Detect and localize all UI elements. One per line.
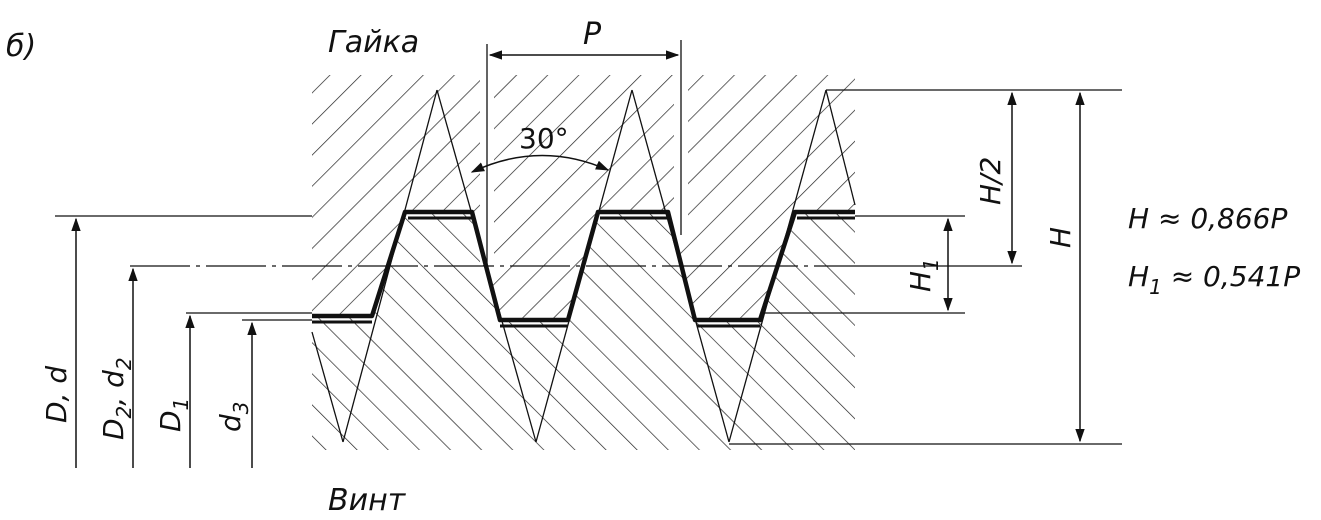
dim-h1-label: H1: [904, 258, 943, 292]
figure-label: б): [6, 29, 36, 64]
nut-section: [312, 75, 855, 320]
bolt-label: Винт: [328, 483, 407, 518]
formula-h: H ≈ 0,866P: [1128, 202, 1287, 235]
diameter-pitch-label: D2, d2: [97, 357, 136, 440]
thread-profile: [312, 209, 855, 328]
diameter-minor-nut-label: D1: [154, 398, 193, 432]
nut-label: Гайка: [328, 25, 419, 60]
dim-half-height-label: H/2: [974, 157, 1007, 205]
bolt-section: [312, 212, 855, 450]
extension-lines: [55, 40, 1122, 445]
diameter-major-label: D, d: [40, 366, 73, 423]
diameter-minor-bolt-label: d3: [214, 401, 253, 432]
angle-label: 30°: [519, 122, 569, 155]
dim-height-label: H: [1044, 227, 1077, 248]
formula-h1: H1 ≈ 0,541P: [1128, 260, 1300, 299]
dimension-lines: [71, 50, 1085, 468]
pitch-label: P: [583, 17, 602, 52]
